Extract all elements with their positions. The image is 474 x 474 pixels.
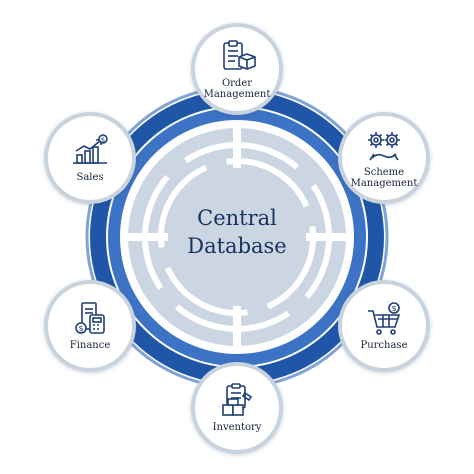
gears-icon (368, 131, 400, 160)
svg-text:$: $ (391, 304, 396, 313)
module-label: Inventory (212, 422, 262, 433)
module-label: Order Management (203, 77, 271, 100)
module-order-management[interactable]: Order Management (191, 23, 283, 115)
center-hub (173, 173, 301, 301)
module-sales[interactable]: $ Sales (44, 112, 136, 204)
maze-spokes (128, 128, 346, 346)
cart-icon: $ (368, 302, 401, 335)
clipboard-boxes-icon (222, 383, 253, 416)
growth-chart-icon: $ (73, 134, 108, 164)
ring-gap (122, 122, 352, 352)
module-label: Finance (69, 340, 111, 351)
central-database-title: Central Database (187, 206, 287, 258)
clipboard-box-icon (223, 39, 256, 70)
module-label: Sales (76, 172, 104, 183)
module-label: Purchase (360, 340, 408, 351)
module-purchase[interactable]: $ Purchase (338, 280, 430, 372)
maze-arcs (142, 142, 332, 332)
svg-text:$: $ (101, 136, 105, 144)
module-finance[interactable]: $ Finance (44, 280, 136, 372)
module-label: Scheme Management (350, 166, 418, 189)
calculator-icon: $ (75, 302, 105, 334)
module-scheme-management[interactable]: Scheme Management (338, 112, 430, 204)
module-inventory[interactable]: Inventory (191, 362, 283, 454)
svg-text:$: $ (78, 324, 83, 333)
